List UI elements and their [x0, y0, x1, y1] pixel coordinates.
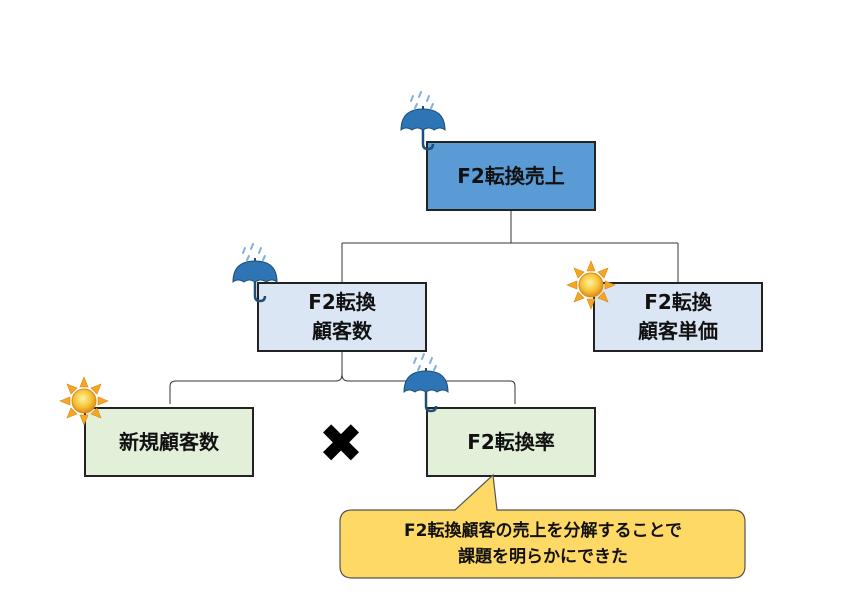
node-f2-customers: F2転換 顧客数 [257, 282, 427, 352]
node-f2-unit-price: F2転換 顧客単価 [593, 282, 763, 352]
brace-connector [169, 352, 516, 404]
node-f2-conversion-rate: F2転換率 [426, 407, 596, 477]
callout-text: F2転換顧客の売上を分解することで 課題を明らかにできた [404, 520, 682, 567]
node-new-customers: 新規顧客数 [84, 407, 254, 477]
root-node-f2-sales: F2転換売上 [426, 141, 596, 211]
multiply-icon: ✖ [318, 411, 364, 475]
